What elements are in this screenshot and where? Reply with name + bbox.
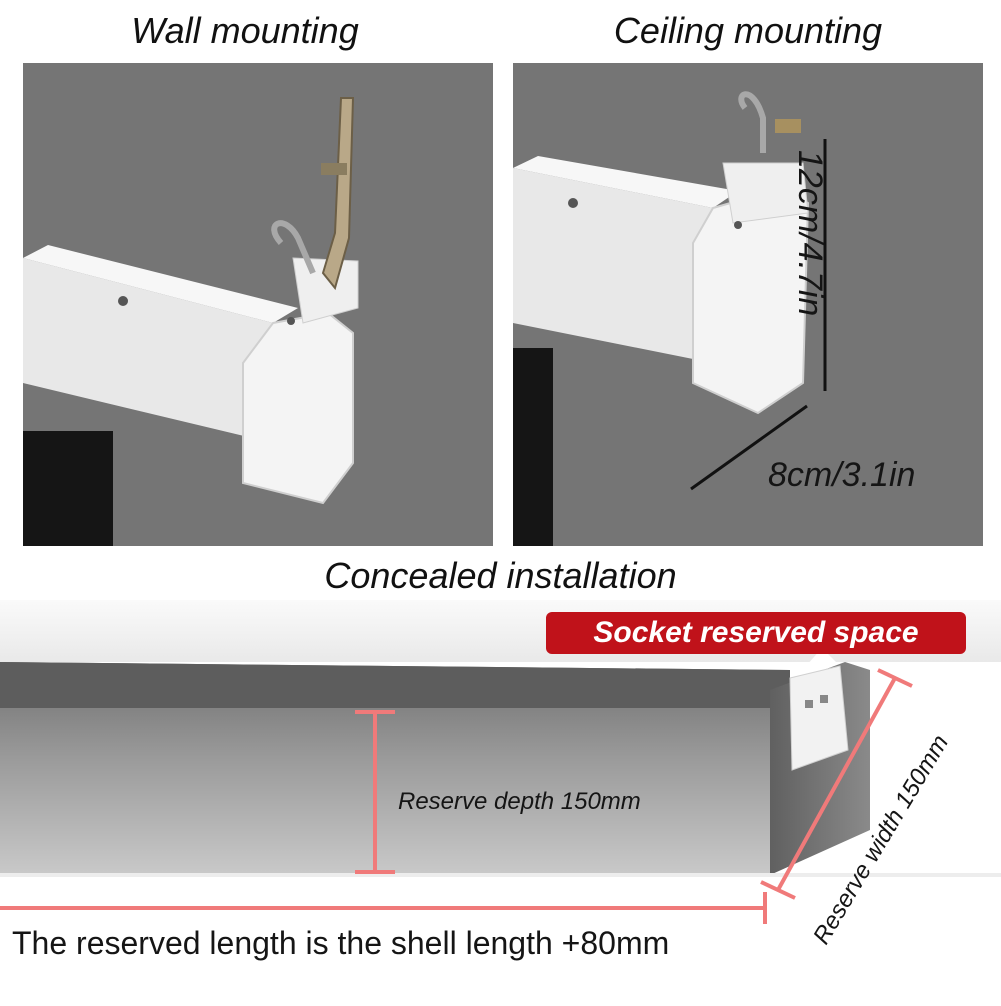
wall-socket-outlet (789, 665, 849, 771)
width-guide-line (776, 677, 897, 891)
concealed-installation-title: Concealed installation (324, 555, 677, 596)
ceiling-mounting-photo (513, 63, 983, 546)
socket-reserved-space-badge: Socket reserved space (546, 612, 966, 654)
width-dimension-label: 8cm/3.1in (768, 456, 916, 494)
height-dimension-label: 12cm/4.7in (791, 150, 829, 317)
reserved-length-caption: The reserved length is the shell length … (12, 925, 670, 961)
wall-mounting-title: Wall mounting (131, 10, 359, 51)
width-dimension-line (690, 404, 808, 491)
wall-mount-illustration (23, 97, 359, 546)
reserve-depth-label: Reserve depth 150mm (398, 788, 641, 815)
wall-mounting-photo (23, 63, 493, 546)
ceiling-mounting-title: Ceiling mounting (613, 10, 883, 51)
ceiling-mount-illustration (513, 91, 827, 546)
